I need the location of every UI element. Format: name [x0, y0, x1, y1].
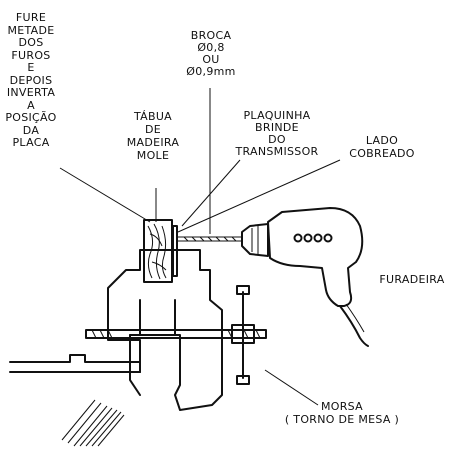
- label-tabua-madeira: TÁBUA DE MADEIRA MOLE: [126, 110, 180, 162]
- label-lado-cobreado: LADO COBREADO: [349, 134, 415, 160]
- leader-lines: [59, 88, 341, 406]
- drill-bit: [177, 236, 242, 242]
- label-broca: BROCA Ø0,8 OU Ø0,9mm: [186, 29, 236, 78]
- workbench: [9, 354, 141, 447]
- label-plaquinha: PLAQUINHA BRINDE DO TRANSMISSOR: [235, 109, 319, 158]
- rod-threads: [91, 329, 261, 339]
- label-fure-metade: FURE METADE DOS FUROS E DEPOIS INVERTA A…: [5, 11, 57, 149]
- circuit-plate: [172, 225, 178, 277]
- label-furadeira: FURADEIRA: [379, 273, 445, 286]
- drill-tool: [241, 207, 369, 347]
- label-morsa: MORSA ( TORNO DE MESA ): [284, 400, 400, 426]
- vise: [85, 249, 267, 411]
- bench-hatch: [61, 399, 125, 447]
